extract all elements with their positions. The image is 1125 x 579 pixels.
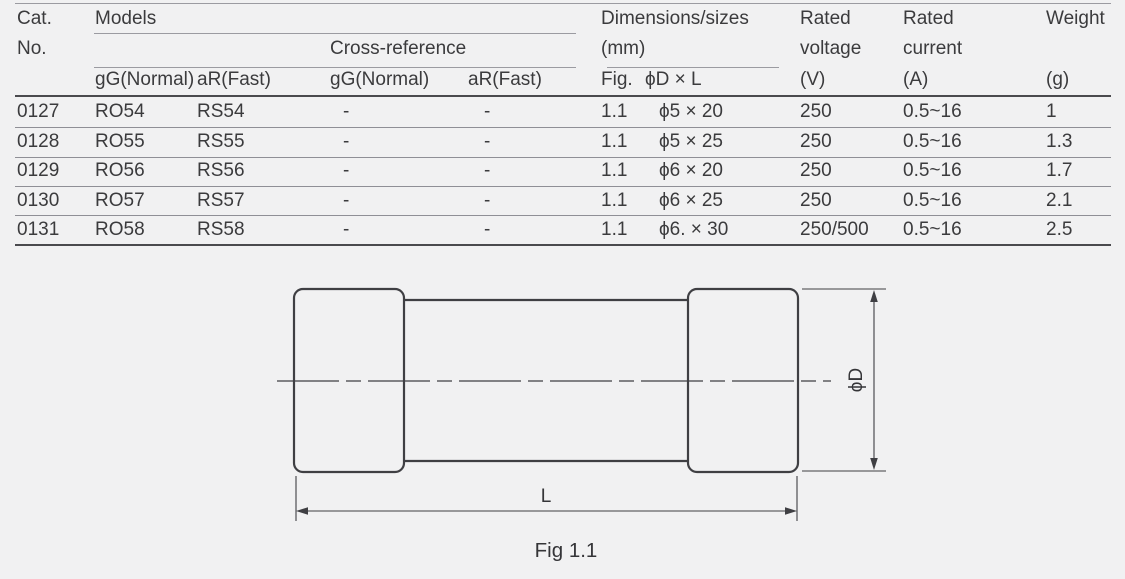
cross-gg: -: [343, 101, 350, 122]
table-bottom-rule: [15, 244, 1111, 246]
dimensions-underline: [607, 67, 779, 68]
model-gg: RO54: [95, 101, 145, 122]
rated-current: 0.5~16: [903, 101, 962, 122]
diameter-label: ϕD: [846, 368, 867, 392]
cross-ar: -: [484, 131, 491, 152]
col-header-cat: Cat.: [17, 8, 52, 29]
row-separator: [15, 127, 1111, 128]
cross-gg: -: [343, 160, 350, 181]
rated-voltage: 250: [800, 160, 832, 181]
col-header-models: Models: [95, 8, 157, 29]
header-separator-rule: [15, 95, 1111, 97]
cross-gg: -: [343, 219, 350, 240]
size-d-x-l: ϕ5 × 20: [659, 101, 723, 122]
cross-gg: -: [343, 190, 350, 211]
col-header-rated-voltage: Rated: [800, 8, 851, 29]
size-d-x-l: ϕ6 × 25: [659, 190, 723, 211]
model-gg: RO57: [95, 190, 145, 211]
subcol-ar-cross: aR(Fast): [468, 69, 542, 90]
cat-no: 0127: [17, 101, 60, 122]
subcol-gg-cross: gG(Normal): [330, 69, 430, 90]
cat-no: 0130: [17, 190, 60, 211]
subcol-d-x-l: ϕD × L: [645, 69, 702, 90]
fig-ref: 1.1: [601, 160, 628, 181]
col-header-voltage-word: voltage: [800, 38, 862, 59]
arrow-up-icon: [870, 290, 878, 302]
weight-value: 2.5: [1046, 219, 1073, 240]
cat-no: 0129: [17, 160, 60, 181]
model-gg: RO55: [95, 131, 145, 152]
cross-reference-underline: [94, 67, 576, 68]
col-header-current-word: current: [903, 38, 963, 59]
unit-grams: (g): [1046, 69, 1070, 90]
weight-value: 1.3: [1046, 131, 1073, 152]
rated-voltage: 250: [800, 131, 832, 152]
size-d-x-l: ϕ6. × 30: [659, 219, 729, 240]
figure-caption: Fig 1.1: [535, 539, 598, 562]
rated-voltage: 250: [800, 190, 832, 211]
rated-current: 0.5~16: [903, 219, 962, 240]
rated-current: 0.5~16: [903, 160, 962, 181]
fig-ref: 1.1: [601, 219, 628, 240]
fuse-technical-drawing: ϕD L Fig 1.1: [277, 287, 886, 562]
fig-ref: 1.1: [601, 190, 628, 211]
weight-value: 1.7: [1046, 160, 1073, 181]
weight-value: 2.1: [1046, 190, 1073, 211]
cross-ar: -: [484, 101, 491, 122]
unit-volts: (V): [800, 69, 826, 90]
subcol-ar-models: aR(Fast): [197, 69, 271, 90]
model-gg: RO58: [95, 219, 145, 240]
cat-no: 0131: [17, 219, 60, 240]
rated-current: 0.5~16: [903, 131, 962, 152]
col-header-mm: (mm): [601, 38, 646, 59]
col-header-weight: Weight: [1046, 8, 1105, 29]
cross-ar: -: [484, 190, 491, 211]
size-d-x-l: ϕ5 × 25: [659, 131, 723, 152]
table-row: 0129 RO56 RS56 - - 1.1 ϕ6 × 20 250 0.5~1…: [15, 156, 1111, 186]
fig-ref: 1.1: [601, 131, 628, 152]
row-separator: [15, 186, 1111, 187]
row-separator: [15, 157, 1111, 158]
rated-current: 0.5~16: [903, 190, 962, 211]
fuse-left-cap: [292, 287, 406, 474]
model-ar: RS55: [197, 131, 245, 152]
cross-gg: -: [343, 131, 350, 152]
cross-ar: -: [484, 160, 491, 181]
size-d-x-l: ϕ6 × 20: [659, 160, 723, 181]
col-header-dimensions: Dimensions/sizes: [601, 8, 749, 29]
table-row: 0128 RO55 RS55 - - 1.1 ϕ5 × 25 250 0.5~1…: [15, 127, 1111, 157]
row-separator: [15, 215, 1111, 216]
models-group-underline: [94, 33, 576, 34]
arrow-down-icon: [870, 458, 878, 470]
cat-no: 0128: [17, 131, 60, 152]
model-ar: RS56: [197, 160, 245, 181]
model-ar: RS58: [197, 219, 245, 240]
col-header-no: No.: [17, 38, 47, 59]
table-top-rule: [15, 3, 1111, 4]
arrow-right-icon: [785, 507, 797, 515]
fuse-spec-table: Cat. Models Dimensions/sizes Rated Rated…: [15, 0, 1111, 246]
fig-ref: 1.1: [601, 101, 628, 122]
col-header-rated-current: Rated: [903, 8, 954, 29]
table-row: 0130 RO57 RS57 - - 1.1 ϕ6 × 25 250 0.5~1…: [15, 186, 1111, 216]
table-row: 0127 RO54 RS54 - - 1.1 ϕ5 × 20 250 0.5~1…: [15, 97, 1111, 127]
arrow-left-icon: [296, 507, 308, 515]
table-row: 0131 RO58 RS58 - - 1.1 ϕ6. × 30 250/500 …: [15, 215, 1111, 245]
col-header-cross-reference: Cross-reference: [330, 38, 467, 59]
fuse-right-cap: [686, 287, 800, 474]
model-ar: RS54: [197, 101, 245, 122]
subcol-gg-models: gG(Normal): [95, 69, 195, 90]
cross-ar: -: [484, 219, 491, 240]
model-gg: RO56: [95, 160, 145, 181]
unit-amps: (A): [903, 69, 929, 90]
rated-voltage: 250/500: [800, 219, 869, 240]
rated-voltage: 250: [800, 101, 832, 122]
length-label: L: [541, 486, 552, 507]
subcol-fig: Fig.: [601, 69, 633, 90]
weight-value: 1: [1046, 101, 1057, 122]
model-ar: RS57: [197, 190, 245, 211]
